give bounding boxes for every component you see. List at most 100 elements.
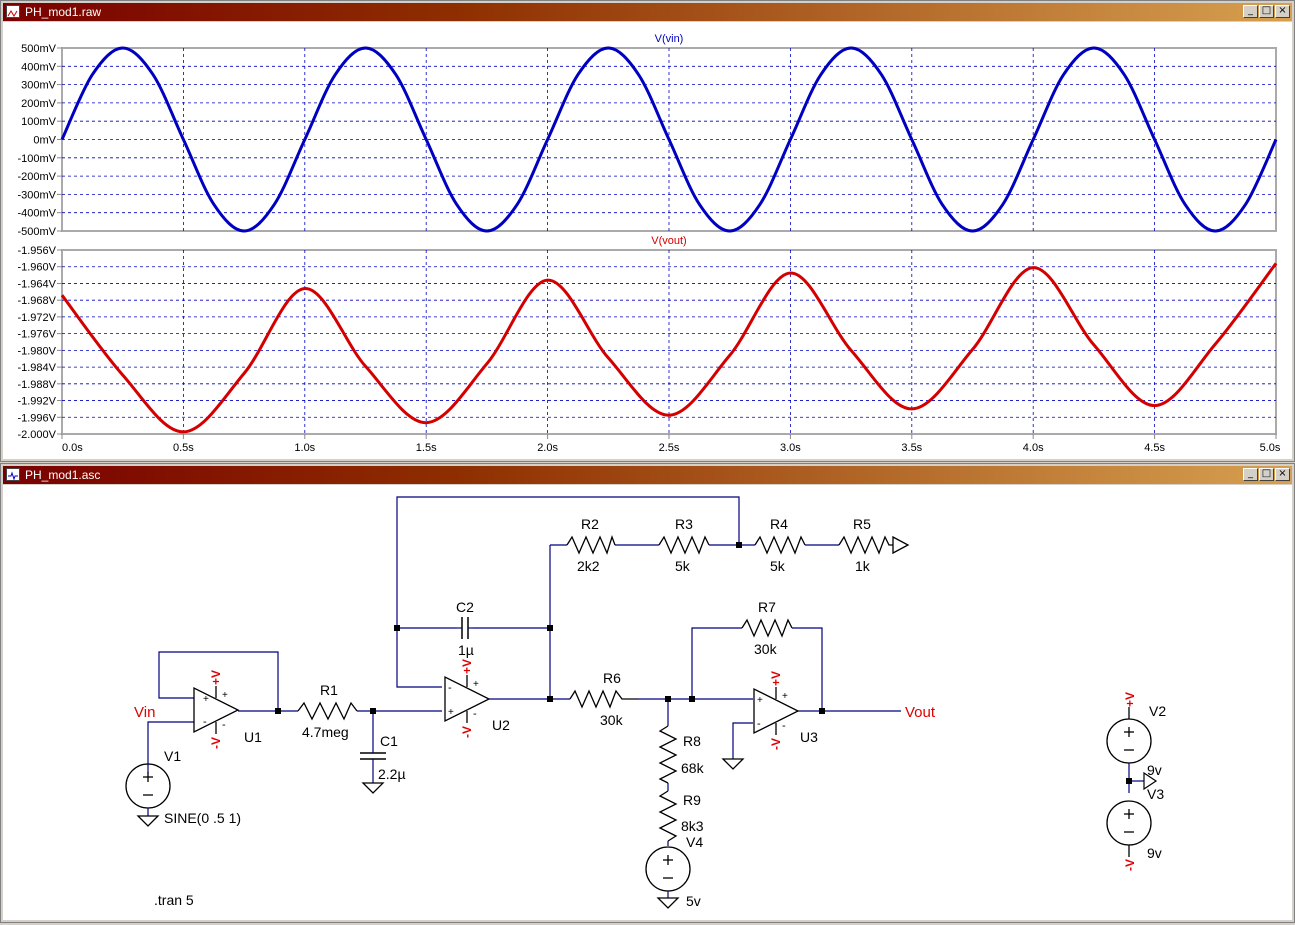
voltage-source-v3[interactable]: -V V3 9v xyxy=(1106,771,1164,871)
y-tick-label: -500mV xyxy=(17,226,56,238)
x-tick-label: 2.0s xyxy=(537,442,558,454)
waveform-plots[interactable]: 500mV400mV300mV200mV100mV0mV-100mV-200mV… xyxy=(3,22,1292,459)
schematic-canvas[interactable]: + - + - +V -V U1 + - + - +V -V U2 xyxy=(3,485,1292,920)
maximize-button[interactable]: □ xyxy=(1259,468,1274,481)
y-tick-label: 0mV xyxy=(33,135,56,147)
maximize-button[interactable]: □ xyxy=(1259,5,1274,18)
y-tick-label: -1.968V xyxy=(17,295,56,307)
vout-trace-label[interactable]: V(vout) xyxy=(651,235,686,247)
x-tick-label: 0.0s xyxy=(62,442,83,454)
v3-label: V3 xyxy=(1147,786,1164,802)
schematic-window[interactable]: PH_mod1.asc _□× xyxy=(0,463,1295,923)
waveform-window-title: PH_mod1.raw xyxy=(25,5,102,19)
x-tick-label: 4.0s xyxy=(1023,442,1044,454)
x-tick-label: 1.0s xyxy=(294,442,315,454)
ground-arrow xyxy=(1143,771,1158,791)
y-tick-label: -1.988V xyxy=(17,379,56,391)
v2-value: 9v xyxy=(1147,762,1162,778)
v1-label: V1 xyxy=(164,748,181,764)
u2-plus-v: +V xyxy=(460,659,474,674)
r6-label: R6 xyxy=(603,670,621,686)
r3-label: R3 xyxy=(675,516,693,532)
svg-text:+: + xyxy=(448,707,454,718)
x-tick-label: 2.5s xyxy=(659,442,680,454)
vout-pane[interactable]: -1.956V-1.960V-1.964V-1.968V-1.972V-1.97… xyxy=(17,235,1280,454)
v4-value: 5v xyxy=(686,893,701,909)
net-label-vout[interactable]: Vout xyxy=(905,704,936,721)
y-tick-label: -1.980V xyxy=(17,345,56,357)
u1-label: U1 xyxy=(244,729,262,745)
close-button[interactable]: × xyxy=(1275,468,1290,481)
svg-text:-: - xyxy=(473,708,477,720)
v2-label: V2 xyxy=(1149,703,1166,719)
voltage-source-v2[interactable]: +V V2 9v xyxy=(1106,692,1166,778)
opamp-u2[interactable]: + - + - +V -V U2 xyxy=(444,659,510,738)
y-tick-label: -2.000V xyxy=(17,429,56,441)
opamp-u1[interactable]: + - + - +V -V U1 xyxy=(193,670,262,749)
resistor-r1 xyxy=(297,701,358,721)
resistor-r4 xyxy=(754,535,806,555)
vin-trace-label[interactable]: V(vin) xyxy=(655,33,684,45)
vout-y-ticks: -1.956V-1.960V-1.964V-1.968V-1.972V-1.97… xyxy=(17,245,62,441)
schematic-drawing[interactable]: + - + - +V -V U1 + - + - +V -V U2 xyxy=(3,485,1292,920)
r2-value: 2k2 xyxy=(577,558,600,574)
v3-value: 9v xyxy=(1147,845,1162,861)
x-tick-label: 4.5s xyxy=(1144,442,1165,454)
c1-value: 2.2µ xyxy=(378,766,406,782)
y-tick-label: -1.972V xyxy=(17,312,56,324)
minimize-button[interactable]: _ xyxy=(1243,5,1258,18)
v1-value: SINE(0 .5 1) xyxy=(164,810,241,826)
r4-label: R4 xyxy=(770,516,788,532)
y-tick-label: -1.964V xyxy=(17,278,56,290)
resistor-r9 xyxy=(658,790,678,842)
vout-grid xyxy=(62,250,1276,434)
vin-pane[interactable]: 500mV400mV300mV200mV100mV0mV-100mV-200mV… xyxy=(17,33,1278,238)
resistor-r3 xyxy=(658,535,710,555)
vin-trace xyxy=(60,46,1278,233)
r5-label: R5 xyxy=(853,516,871,532)
schematic-window-titlebar[interactable]: PH_mod1.asc _□× xyxy=(3,466,1292,484)
capacitors xyxy=(360,617,469,760)
voltage-source-v4[interactable]: V4 5v xyxy=(645,834,703,909)
u3-plus-v: +V xyxy=(769,671,783,686)
waveform-window-titlebar[interactable]: PH_mod1.raw _□× xyxy=(3,3,1292,21)
resistor-r8 xyxy=(658,725,678,784)
u2-minus-v: -V xyxy=(460,726,474,738)
svg-text:-: - xyxy=(448,682,452,694)
resistors xyxy=(297,534,893,842)
svg-text:+: + xyxy=(782,691,788,702)
net-label-vin[interactable]: Vin xyxy=(134,704,155,721)
y-tick-label: 200mV xyxy=(21,98,57,110)
resistor-r5 xyxy=(838,535,893,555)
resistor-r2 xyxy=(566,534,616,555)
u1-noninv-pin: + xyxy=(203,694,209,705)
u1-plus-v: +V xyxy=(209,670,223,685)
ground-c1 xyxy=(362,782,384,794)
y-tick-label: -1.996V xyxy=(17,412,56,424)
r1-value: 4.7meg xyxy=(302,724,349,740)
r2-label: R2 xyxy=(581,516,599,532)
x-tick-label: 0.5s xyxy=(173,442,194,454)
v2-plus-v: +V xyxy=(1123,692,1137,707)
opamp-u3[interactable]: + - + - +V -V U3 xyxy=(753,671,818,750)
u1-minus-v: -V xyxy=(209,737,223,749)
minimize-button[interactable]: _ xyxy=(1243,468,1258,481)
y-tick-label: 300mV xyxy=(21,80,57,92)
waveform-window-icon xyxy=(6,5,20,18)
y-tick-label: -100mV xyxy=(17,153,56,165)
tran-directive[interactable]: .tran 5 xyxy=(154,892,194,908)
v4-label: V4 xyxy=(686,834,703,850)
c2-value: 1µ xyxy=(458,642,474,658)
svg-text:-: - xyxy=(782,720,786,732)
svg-text:-: - xyxy=(222,719,226,731)
u1-inv-pin: - xyxy=(203,716,207,728)
svg-text:+: + xyxy=(757,695,763,706)
u2-label: U2 xyxy=(492,717,510,733)
vout-trace xyxy=(60,262,1278,434)
voltage-source-v1[interactable]: V1 SINE(0 .5 1) xyxy=(125,748,241,827)
close-button[interactable]: × xyxy=(1275,5,1290,18)
svg-text:+: + xyxy=(222,690,228,701)
junction-dots xyxy=(275,542,1132,784)
